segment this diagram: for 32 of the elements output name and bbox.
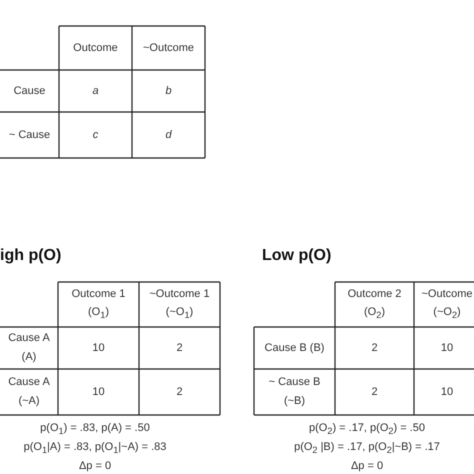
table-cell-text: 2 bbox=[176, 384, 183, 400]
table-cell-text: ~ Cause B (~B) bbox=[268, 375, 322, 409]
table-cell-text: b bbox=[165, 84, 172, 99]
table-cell-text: Outcome 2 (O$_{2}$) bbox=[346, 286, 402, 323]
table-cell-text: ~Outcome bbox=[142, 40, 194, 56]
formula-text: p(O$_{2}$) = .17, p(O$_{2}$) = .50 bbox=[309, 422, 425, 438]
table-cell-text: Outcome 1 (O$_{1}$) bbox=[70, 286, 126, 323]
panel-title: Low p(O) bbox=[262, 246, 332, 266]
table-cell-text: ~Outcome (~O$_{2}$) bbox=[420, 286, 474, 323]
panel-title: igh p(O) bbox=[0, 246, 62, 266]
table-cell-text: a bbox=[92, 84, 99, 99]
formula-text: Δp = 0 bbox=[78, 460, 112, 474]
table-cell-text: Cause A (A) bbox=[7, 331, 51, 365]
table-cell-text: Cause B (B) bbox=[264, 340, 324, 356]
table-cell-text: 2 bbox=[176, 340, 183, 356]
formula-text: p(O$_{1}$|A) = .83, p(O$_{1}$|~A) = .83 bbox=[24, 441, 166, 457]
table-cell-text: 2 bbox=[371, 384, 378, 400]
table-cell-text: ~Outcome 1 (~O$_{1}$) bbox=[148, 286, 211, 323]
formula-text: p(O$_{2}$ |B) = .17, p(O$_{2}$|~B) = .17 bbox=[294, 441, 440, 457]
table-cell-text: 10 bbox=[92, 340, 105, 356]
table-cell-text: d bbox=[165, 128, 172, 143]
table-cell-text: 2 bbox=[371, 340, 378, 356]
table-cell-text: ~ Cause bbox=[8, 128, 50, 143]
table-cell-text: 10 bbox=[440, 384, 454, 400]
formula-text: p(O$_{1}$) = .83, p(A) = .50 bbox=[40, 422, 150, 438]
table-cell-text: Outcome bbox=[73, 40, 118, 56]
formula-text: Δp = 0 bbox=[350, 460, 384, 474]
table-cell-text: 10 bbox=[440, 340, 454, 356]
table-cell-text: 10 bbox=[92, 384, 105, 400]
table-cell-text: Cause bbox=[14, 84, 46, 99]
table-cell-text: Cause A (~A) bbox=[7, 375, 51, 409]
table-cell-text: c bbox=[92, 128, 98, 143]
